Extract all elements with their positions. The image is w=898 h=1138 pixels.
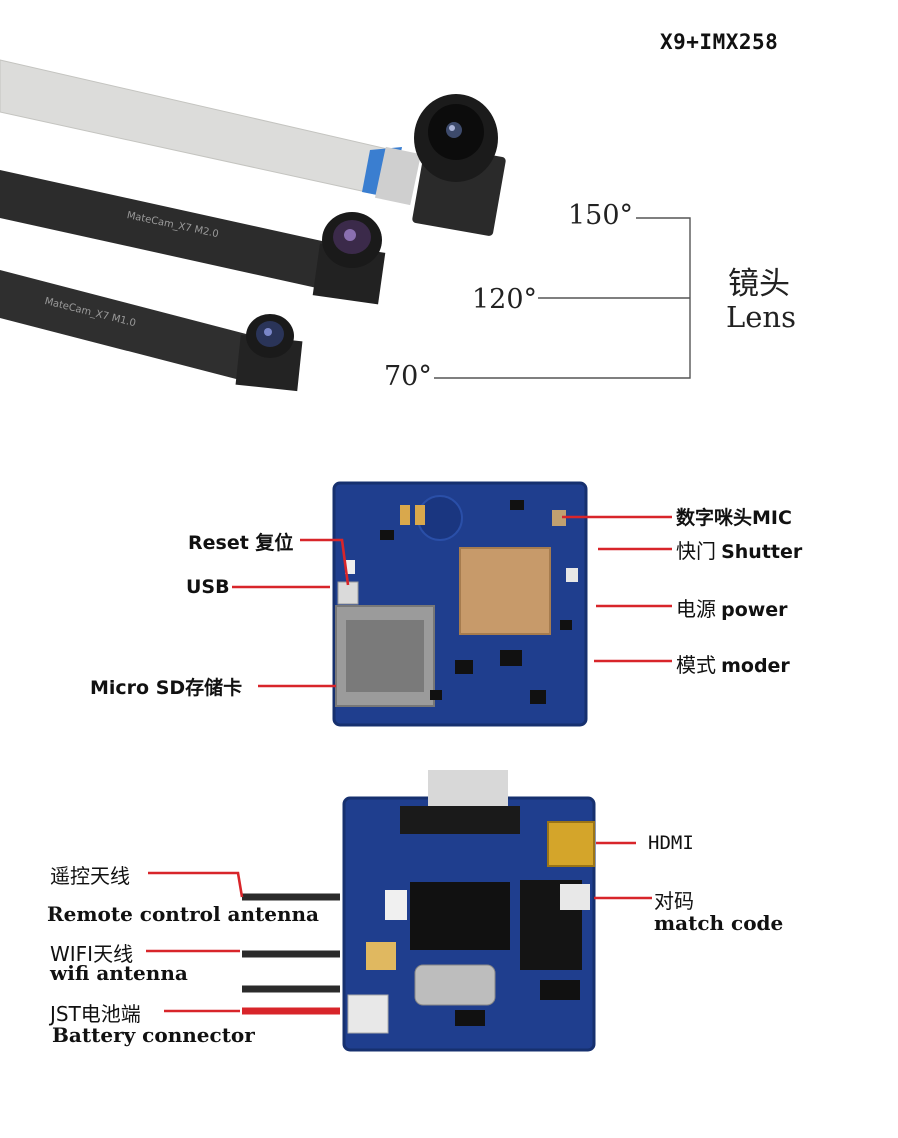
remote-antenna-label-cn: 遥控天线 [50,864,130,888]
power-label-en: power [721,599,788,621]
main-chip [459,547,551,635]
reset-label: Reset 复位 [188,532,294,554]
hdmi-label: HDMI [648,832,694,854]
back-board-photo [342,770,596,1052]
micro-sd-label: Micro SD存储卡 [90,677,243,699]
product-title: X9+IMX258 [660,30,779,54]
cable-clip [374,146,422,206]
camera-modules-photo [0,59,506,392]
front-board-photo [332,481,588,727]
lens-angle-bracket [434,217,691,379]
black-flex-cable-2 [0,270,250,380]
mode-label: 模式 moder [676,649,790,678]
wifi-antenna-label-en: wifi antenna [50,961,188,985]
jst-battery-label-cn: JST电池端 [50,1002,141,1026]
fpc-connector [400,806,520,834]
pointer-lines [146,515,672,1013]
wifi-antenna-label-cn: WIFI天线 [50,942,134,966]
lens-label-cn: 镜头 [728,266,790,302]
battery-connector-label-en: Battery connector [52,1023,255,1047]
match-code-label-cn: 对码 [654,889,694,913]
hdmi-port [547,821,595,867]
angle-120-label: 120° [472,284,538,315]
black-flex-cable-1 [0,170,340,290]
shutter-label-cn: 快门 [676,539,716,563]
shutter-label: 快门 Shutter [676,535,802,564]
angle-150-label: 150° [568,200,634,231]
usb-label: USB [186,576,230,598]
mic-label: 数字咪头MIC [676,507,792,529]
angle-70-label: 70° [384,361,432,392]
power-label-cn: 电源 [676,597,716,621]
lens-label-en: Lens [726,300,796,334]
mode-label-cn: 模式 [676,653,716,677]
power-label: 电源 power [676,593,788,622]
remote-antenna-label-en: Remote control antenna [47,902,320,926]
match-code-label-en: match code [654,911,784,935]
antenna-wires [242,893,340,1015]
crystal-oscillator [414,964,496,1006]
shutter-label-en: Shutter [721,541,803,563]
mode-label-en: moder [721,655,790,677]
grey-ribbon-cable [0,59,393,196]
